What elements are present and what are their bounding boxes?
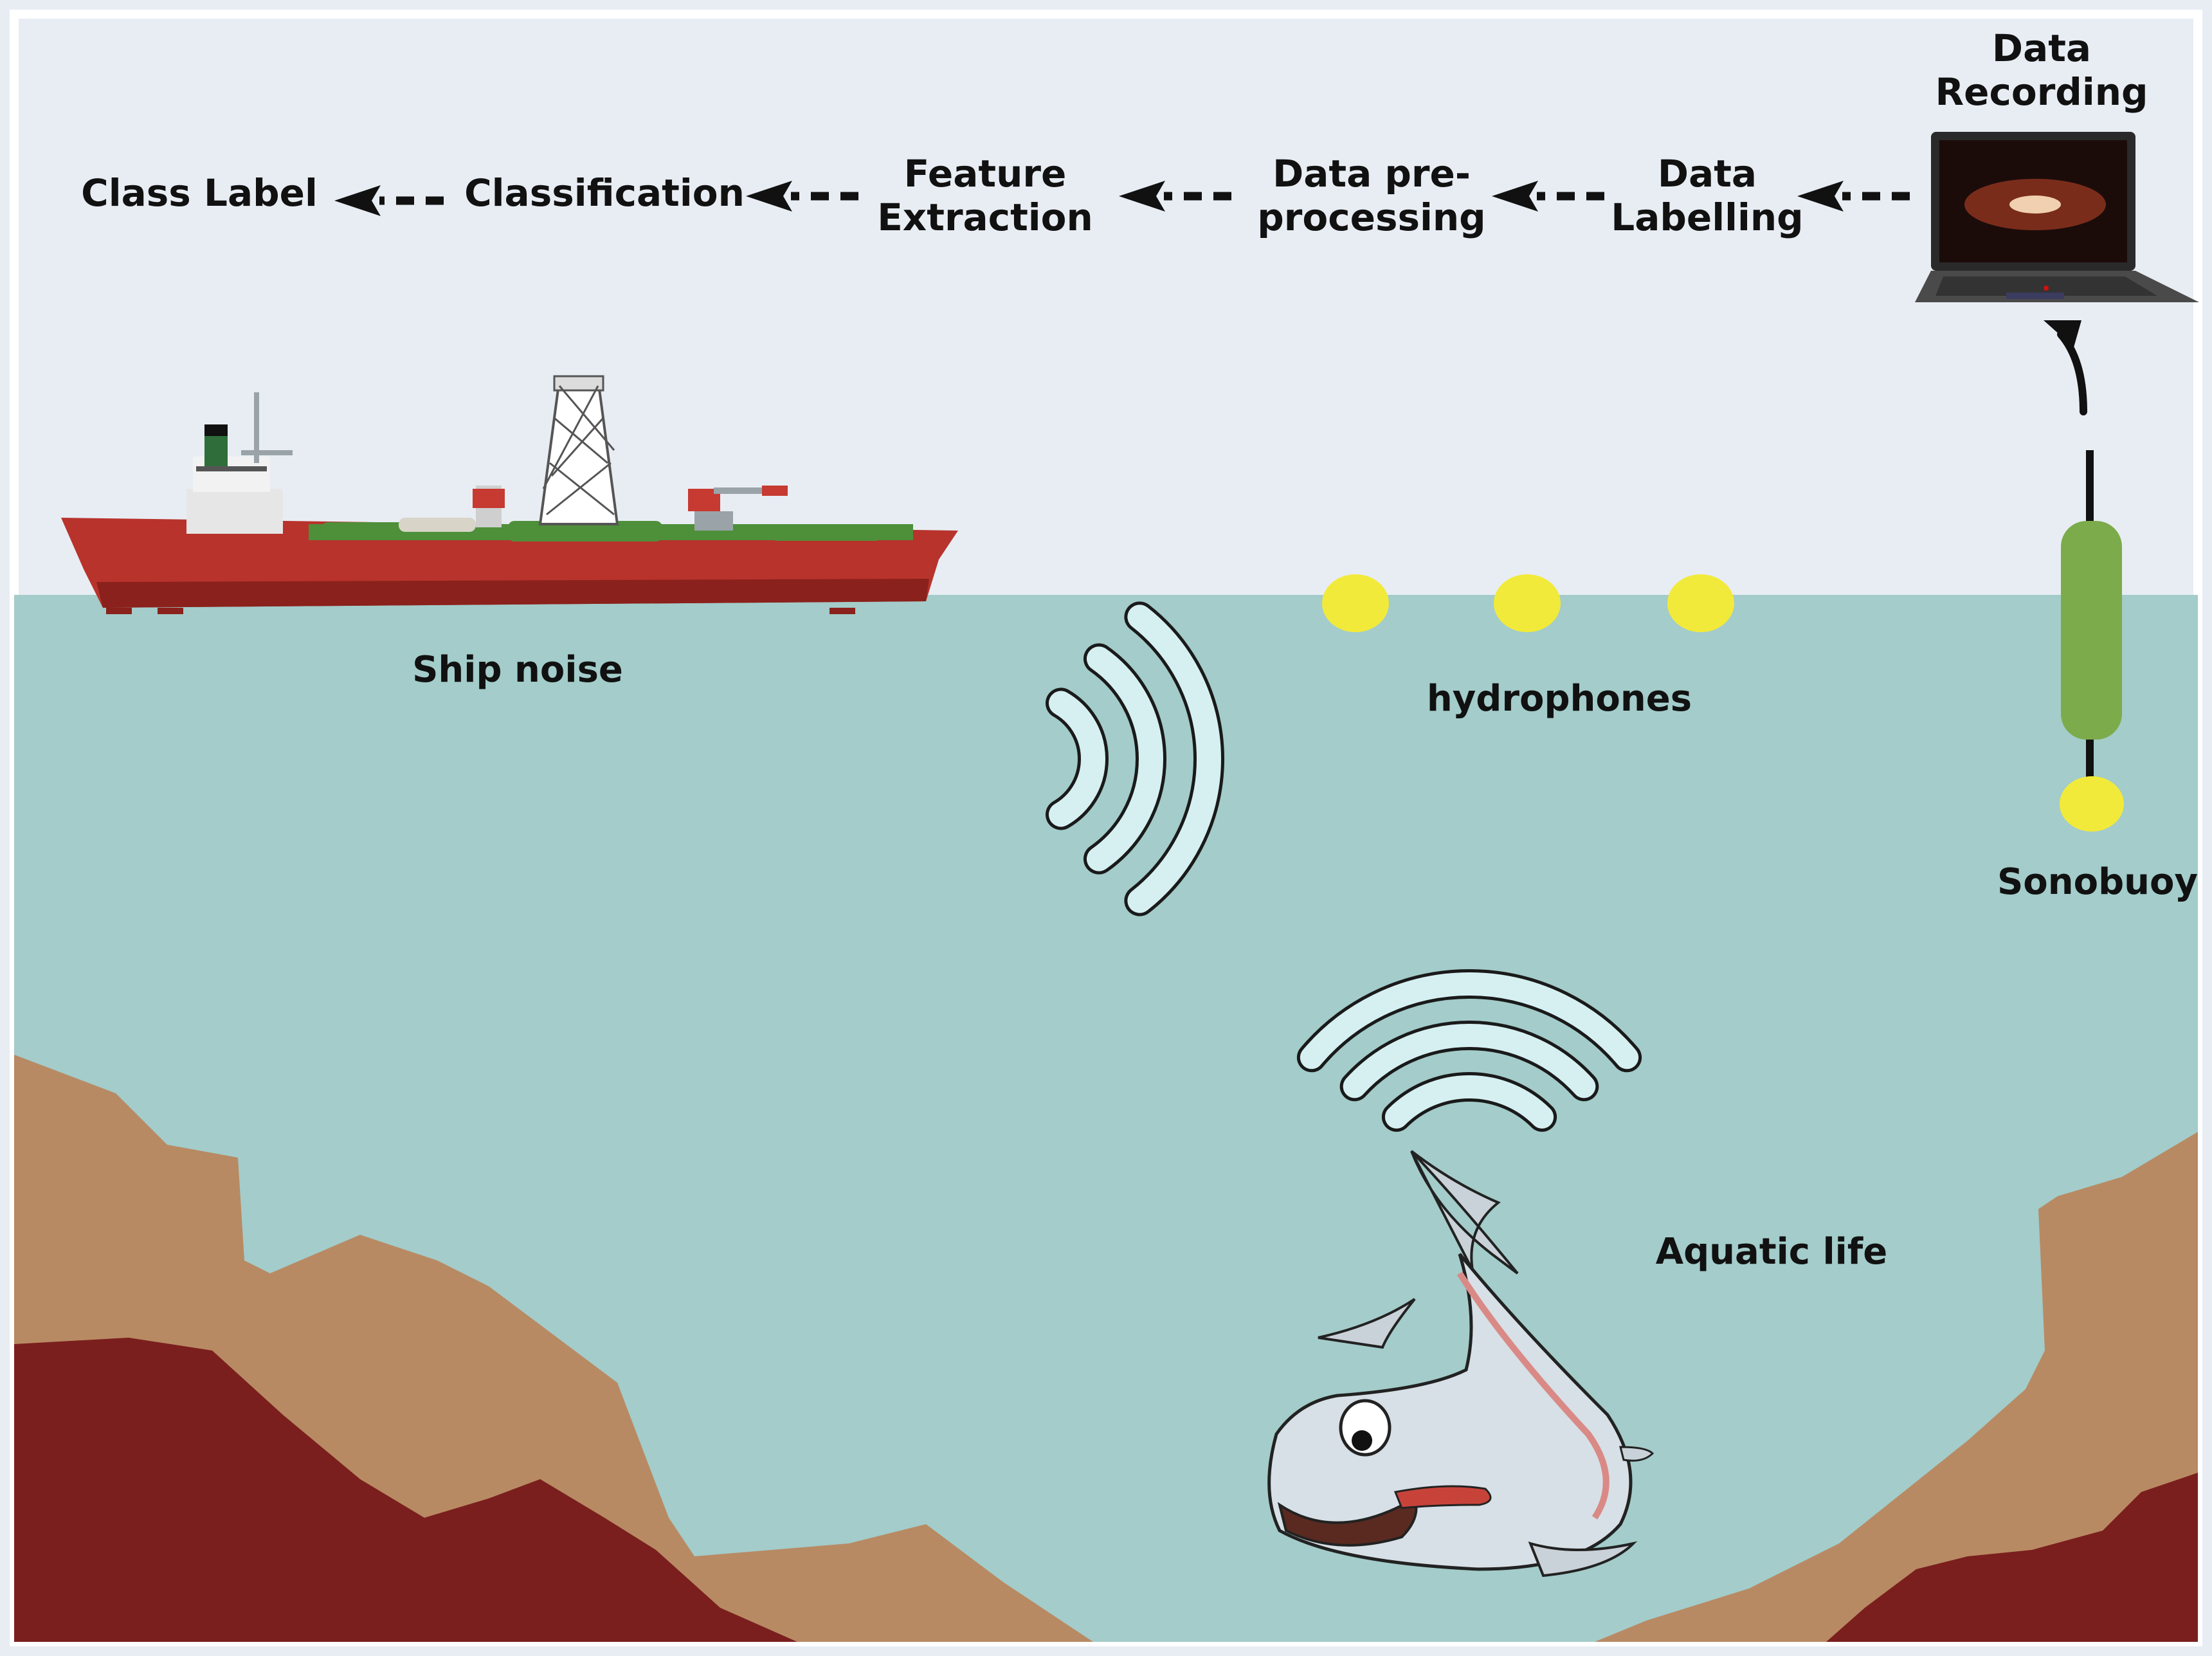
pipeline-step-2-line-1: Classification xyxy=(464,171,745,215)
ship-funnel-top xyxy=(204,424,228,436)
ship-aft-boom-tip xyxy=(762,486,788,496)
pipeline-step-6-line-1: Data xyxy=(1992,26,2091,70)
pipeline-arrow-head-2 xyxy=(746,181,792,212)
sonobuoy-label: Sonobuoy xyxy=(1997,861,2198,903)
ship-sound-waves xyxy=(1046,601,1224,916)
laptop-screen-core xyxy=(2009,196,2061,214)
pipeline-arrow-2 xyxy=(746,181,858,212)
ship-bridge-windows xyxy=(196,466,267,471)
fish-side-fin xyxy=(1619,1446,1654,1462)
ship-bridge-base xyxy=(186,489,283,534)
laptop xyxy=(1915,132,2199,302)
pipeline-arrow-5 xyxy=(1797,181,1910,212)
fish-pupil xyxy=(1352,1430,1372,1451)
ship-mast xyxy=(254,392,259,463)
ship-aft-crane-base xyxy=(694,511,733,531)
laptop-trackpoint xyxy=(2044,286,2049,291)
upload-arrow xyxy=(2057,331,2087,415)
ship xyxy=(61,375,958,614)
ship-derrick-top xyxy=(553,375,604,392)
aquatic-life-label: Aquatic life xyxy=(1656,1231,1887,1273)
fish-wave-3 xyxy=(1300,972,1639,1069)
ship-wave-3 xyxy=(1127,605,1221,913)
ship-prop-1 xyxy=(106,608,132,614)
ship-prop-2 xyxy=(158,608,183,614)
fish-tail xyxy=(1410,1150,1519,1275)
pipeline-arrow-head-1 xyxy=(334,185,381,216)
fish-mouth xyxy=(1277,1497,1418,1547)
fish-sound-waves xyxy=(1296,969,1642,1132)
laptop-touchpad xyxy=(2006,293,2064,299)
fish-belly-fin xyxy=(1528,1541,1638,1578)
pipeline-step-4-line-1: Data pre- xyxy=(1273,152,1471,196)
hydrophone-array xyxy=(1322,574,1734,632)
pipeline-step-2: Classification xyxy=(464,171,745,215)
ship-crane-cab xyxy=(473,489,505,508)
pipeline-arrow-4 xyxy=(1492,181,1604,212)
pipeline-step-4: Data pre-processing xyxy=(1257,152,1485,239)
fish-wave-2 xyxy=(1343,1024,1596,1098)
fish-wave-1 xyxy=(1384,1075,1554,1129)
pipeline-step-3-line-2: Extraction xyxy=(877,196,1093,239)
pipeline-arrow-head-5 xyxy=(1797,181,1844,212)
seabed-dark-left xyxy=(14,1338,797,1642)
seabed-dark-right xyxy=(1826,1473,2198,1642)
sonobuoy-hydrophone xyxy=(2060,776,2124,832)
fish-top-fin xyxy=(1318,1298,1416,1349)
pipeline-arrow-3 xyxy=(1119,181,1231,212)
pipeline-step-5-line-1: Data xyxy=(1658,152,1757,196)
fish xyxy=(1267,1150,1654,1578)
hydrophone-1 xyxy=(1322,574,1389,632)
pipeline-arrow-head-3 xyxy=(1119,181,1165,212)
pipeline-step-1-line-1: Class Label xyxy=(81,171,318,215)
fish-tongue xyxy=(1393,1485,1492,1509)
ship-hull-shade xyxy=(96,579,929,608)
pipeline-step-6-line-2: Recording xyxy=(1935,70,2148,114)
hydrophone-3 xyxy=(1667,574,1734,632)
pipeline-arrow-1 xyxy=(334,185,444,216)
ship-cargo-1 xyxy=(322,522,424,540)
pipeline-step-1: Class Label xyxy=(81,171,318,215)
ship-noise-label: Ship noise xyxy=(412,649,623,691)
ship-wave-1 xyxy=(1049,691,1105,827)
ship-cargo-3 xyxy=(772,524,881,541)
pipeline-arrow-head-4 xyxy=(1492,181,1538,212)
ship-mast-arm xyxy=(241,450,293,455)
ship-prop-3 xyxy=(830,608,855,614)
ship-cargo-2 xyxy=(508,521,662,541)
hydrophones-label: hydrophones xyxy=(1427,678,1692,720)
pipeline-step-4-line-2: processing xyxy=(1257,196,1485,239)
sonobuoy-body xyxy=(2061,521,2122,740)
ship-cargo-4 xyxy=(399,518,476,532)
pipeline-step-5-line-2: Labelling xyxy=(1611,196,1803,239)
fish-stripe xyxy=(1456,1271,1609,1520)
pipeline-step-3-line-1: Feature xyxy=(904,152,1067,196)
sonobuoy xyxy=(2060,450,2124,832)
ship-aft-boom xyxy=(714,487,784,494)
seabed-light-right xyxy=(1595,1132,2198,1642)
ship-wave-2 xyxy=(1086,646,1163,871)
fish-body xyxy=(1267,1253,1633,1571)
seabed xyxy=(14,1055,2198,1642)
upload-arrow-head xyxy=(2044,320,2081,347)
ship-derrick-truss xyxy=(542,385,615,516)
hydrophone-2 xyxy=(1494,574,1561,632)
